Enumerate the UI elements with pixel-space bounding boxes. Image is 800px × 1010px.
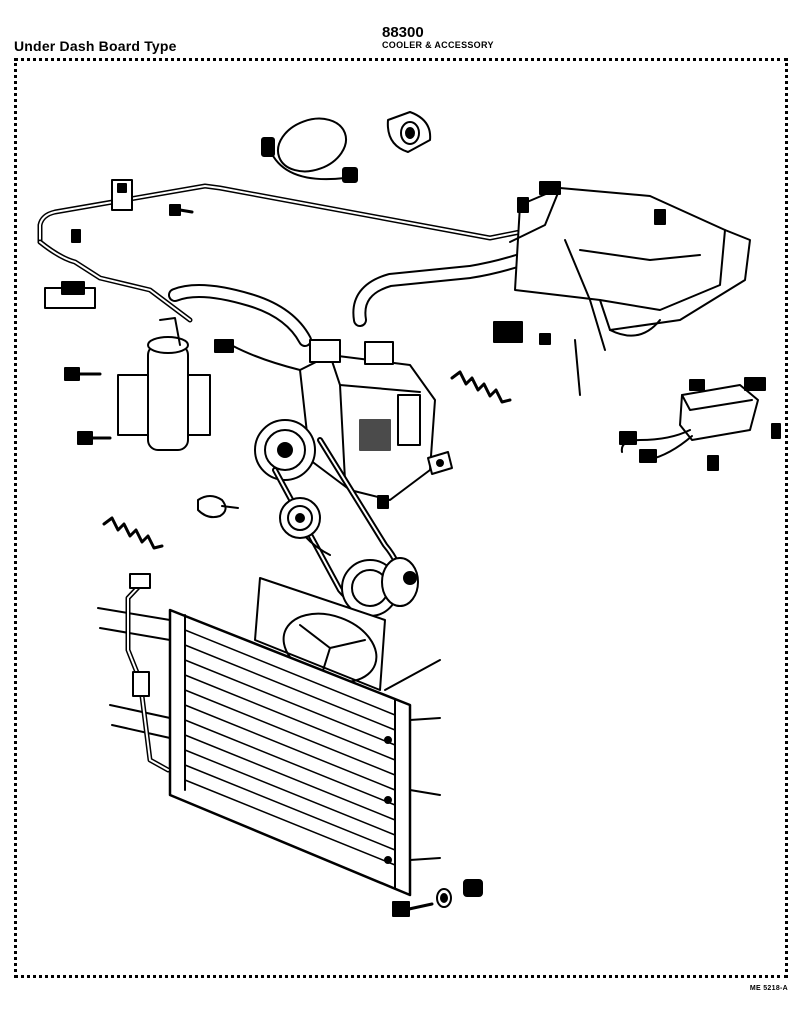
crank-pulley-icon — [279, 497, 321, 539]
relay-module-icon — [619, 377, 781, 471]
drawing-reference: ME 5218-A — [749, 985, 788, 992]
section-title: Under Dash Board Type — [14, 38, 177, 54]
bolt-washer-nut-icon — [392, 879, 483, 917]
receiver-drier-icon — [44, 281, 211, 451]
pressure-switch-icon — [214, 339, 301, 371]
coil-spring-icon — [102, 370, 512, 550]
clamp-icon — [197, 495, 239, 519]
grommet-icon — [386, 111, 432, 153]
blower-switch-icon — [493, 321, 551, 345]
group-name: COOLER & ACCESSORY — [382, 40, 494, 50]
bolt-icon — [64, 204, 194, 445]
refrigerant-pipe-icon — [37, 179, 523, 323]
condenser-icon — [97, 607, 441, 897]
evaporator-unit-icon — [509, 181, 751, 396]
wire-harness-loop-icon — [261, 117, 358, 183]
bracket-icon — [377, 451, 453, 509]
suction-hose-icon — [168, 253, 527, 347]
condenser-pipe-icon — [125, 573, 171, 773]
diagram-frame — [14, 58, 788, 978]
group-code: 88300 — [382, 24, 424, 41]
idler-pulley-icon — [341, 557, 419, 617]
